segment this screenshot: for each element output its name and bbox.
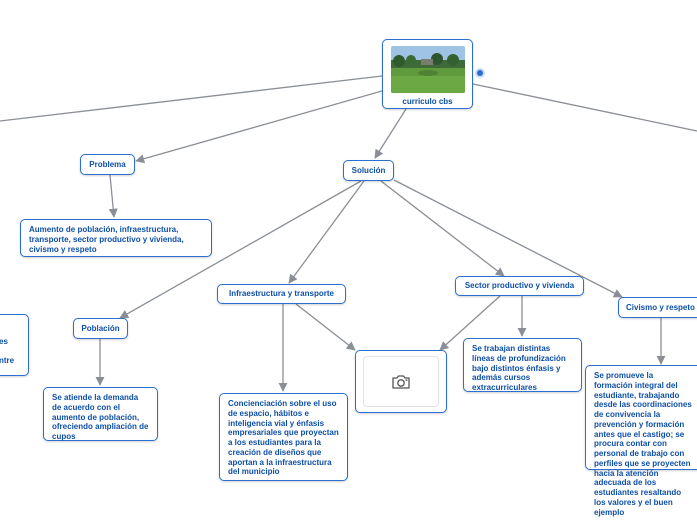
root-label: curriculo cbs — [402, 97, 453, 106]
node-sector-desc[interactable]: Se trabajan distintas líneas de profundi… — [463, 338, 582, 392]
node-left-partial[interactable]: es ntre — [0, 314, 29, 376]
node-poblacion-desc[interactable]: Se atiende la demanda de acuerdo con el … — [43, 387, 158, 441]
node-infraestructura[interactable]: Infraestructura y transporte — [217, 284, 346, 304]
root-node-curriculo[interactable]: curriculo cbs — [382, 39, 473, 109]
image-placeholder-frame — [363, 356, 439, 407]
node-poblacion[interactable]: Población — [73, 318, 128, 339]
link-infra-image — [295, 303, 356, 351]
node-solucion[interactable]: Solución — [343, 160, 394, 181]
link-root-problema — [135, 90, 383, 164]
link-solucion-infra — [288, 180, 365, 284]
link-root-solucion — [374, 108, 407, 159]
node-civismo[interactable]: Civismo y respeto — [618, 297, 697, 318]
image-placeholder-node[interactable] — [355, 350, 447, 413]
link-solucion-poblacion — [119, 180, 362, 319]
link-root-left — [0, 75, 383, 122]
node-sector[interactable]: Sector productivo y vivienda — [455, 276, 584, 296]
link-problema-desc — [108, 174, 118, 218]
school-field-photo — [391, 46, 465, 93]
node-problema-desc[interactable]: Aumento de población, infraestructura, t… — [20, 219, 212, 257]
link-solucion-civismo — [393, 179, 623, 298]
link-root-right — [472, 83, 697, 132]
left-partial-line-1: es — [0, 337, 8, 346]
link-solucion-sector — [380, 180, 505, 277]
left-partial-line-2: ntre — [0, 355, 15, 365]
add-node-handle[interactable] — [477, 70, 483, 76]
node-problema[interactable]: Problema — [80, 154, 135, 175]
node-civismo-desc[interactable]: Se promueve la formación integral del es… — [585, 365, 697, 517]
link-sector-image — [439, 295, 501, 351]
node-infra-desc[interactable]: Concienciación sobre el uso de espacio, … — [219, 393, 348, 481]
camera-icon — [392, 374, 410, 389]
